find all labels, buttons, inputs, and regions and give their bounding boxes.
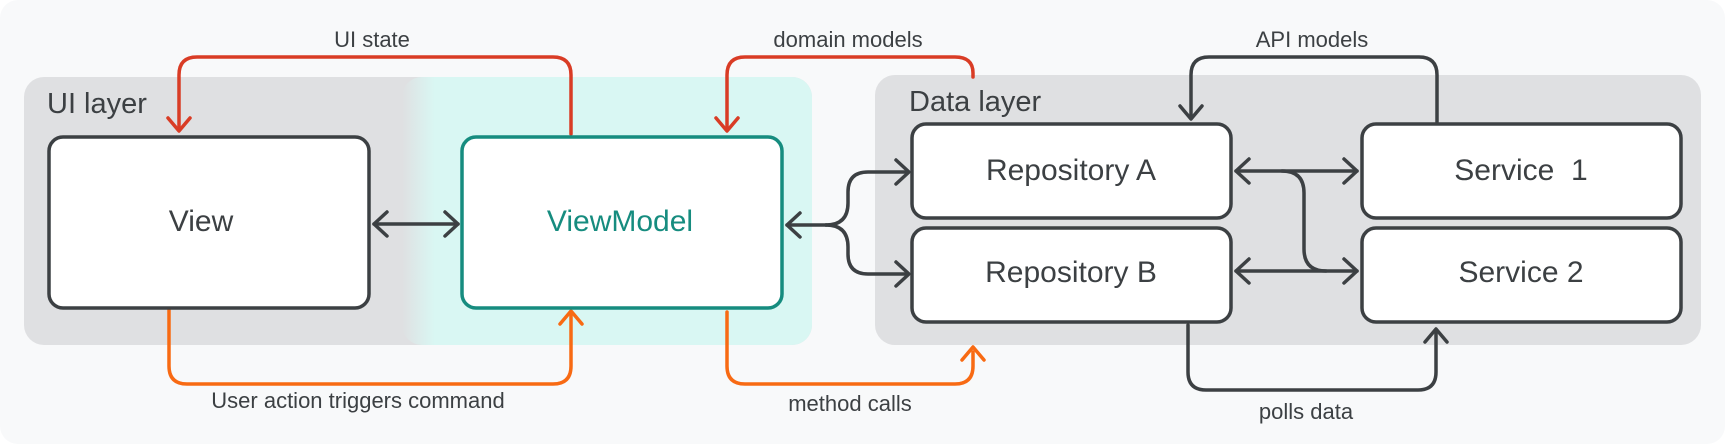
viewmodel-repositories-arrow <box>785 158 911 288</box>
data-layer-label: Data layer <box>909 86 1042 118</box>
method-calls-arrow <box>725 310 986 386</box>
domain-models-arrow <box>714 55 975 133</box>
view-viewmodel-arrow <box>372 210 460 238</box>
service-1-box: Service 1 <box>1360 122 1683 220</box>
ui-layer-label: UI layer <box>47 88 147 120</box>
polls-data-label: polls data <box>1259 399 1354 424</box>
api-models-label: API models <box>1256 27 1369 52</box>
repositories-services-arrow <box>1234 157 1359 285</box>
service-2-box: Service 2 <box>1360 226 1683 324</box>
repository-b-label: Repository B <box>985 256 1157 289</box>
repository-b-box: Repository B <box>910 226 1233 324</box>
ui-state-arrow <box>166 55 573 136</box>
viewmodel-label: ViewModel <box>547 205 693 238</box>
user-action-label: User action triggers command <box>211 388 504 413</box>
method-calls-label: method calls <box>788 391 912 416</box>
user-action-arrow <box>167 308 584 386</box>
domain-models-label: domain models <box>773 27 922 52</box>
view-box: View <box>47 135 371 310</box>
polls-data-arrow <box>1186 323 1449 392</box>
service-2-label: Service 2 <box>1458 256 1583 289</box>
repository-a-box: Repository A <box>910 122 1233 220</box>
service-1-label: Service 1 <box>1454 154 1587 187</box>
viewmodel-box: ViewModel <box>460 135 784 310</box>
ui-state-label: UI state <box>334 27 410 52</box>
api-models-arrow <box>1178 55 1439 124</box>
view-label: View <box>169 205 234 238</box>
repository-a-label: Repository A <box>986 154 1156 187</box>
